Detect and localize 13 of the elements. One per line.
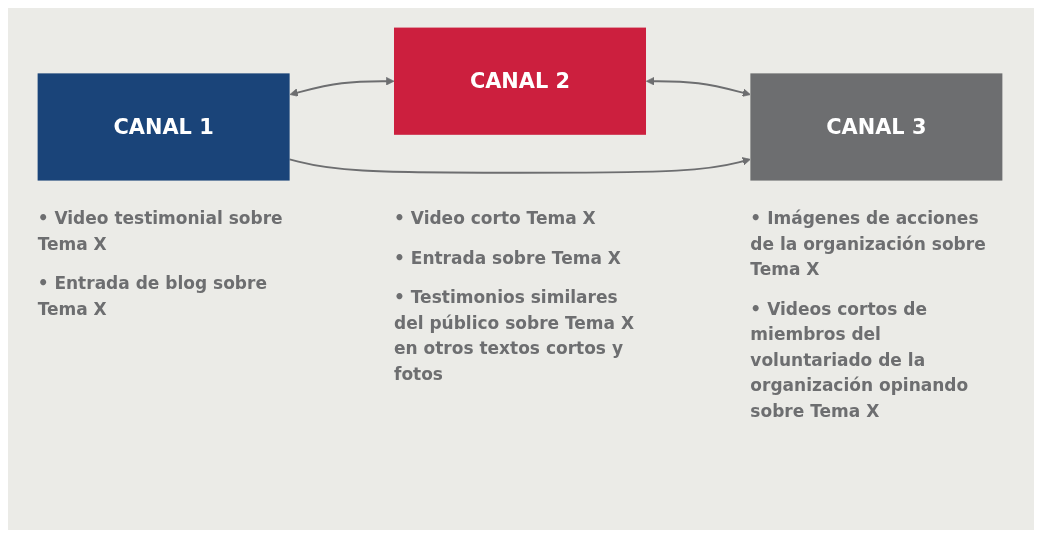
arrow [646,77,751,97]
bullet-text: • Entrada sobre Tema X [394,246,622,270]
arrow [288,157,751,174]
arrow [289,77,395,97]
bullet-text: • Videos cortos de miembros del voluntariado de la organización opinando sobre Tema X [750,297,970,423]
node-box: CANAL 3 [750,73,1003,181]
bullet-text: • Video corto Tema X [394,207,597,231]
bullet-text: • Video testimonial sobre Tema X [37,207,284,256]
node-box: CANAL 2 [394,27,646,135]
bullet-text: • Testimonios similares del público sobre Tema X en otros textos cortos y fotos [394,286,636,386]
node-box: CANAL 1 [37,73,290,181]
bullet-text: • Entrada de blog sobre Tema X [37,272,268,321]
bullet-text: • Imágenes de acciones de la organización sobre Tema X [750,207,987,282]
